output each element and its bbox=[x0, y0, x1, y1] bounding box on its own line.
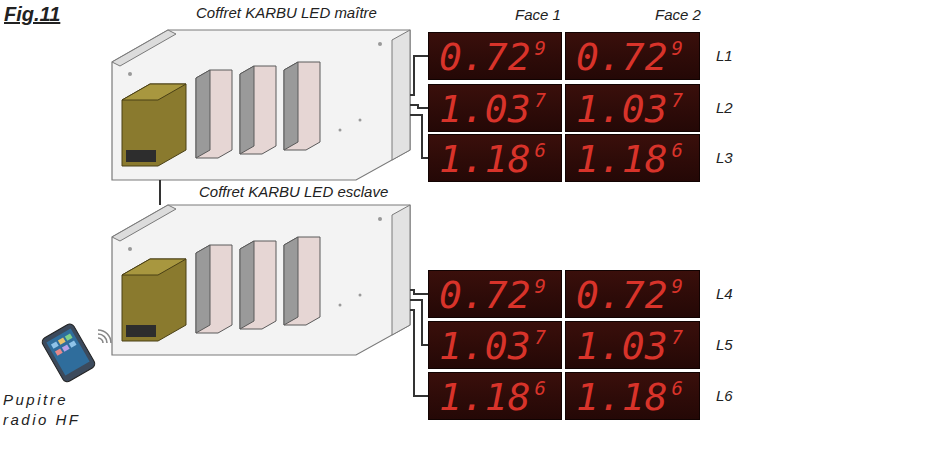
cable-connector bbox=[410, 310, 428, 396]
led-display: 0.729 bbox=[565, 270, 700, 318]
radio-wave bbox=[98, 334, 107, 343]
led-display: 0.729 bbox=[428, 270, 562, 318]
display-digit: 6 bbox=[535, 139, 546, 161]
led-display: 1.186 bbox=[428, 372, 562, 420]
led-display: 1.037 bbox=[565, 84, 700, 132]
radio-wave bbox=[98, 338, 103, 343]
led-display: 1.186 bbox=[428, 134, 562, 182]
display-digit: 9 bbox=[672, 275, 683, 297]
display-digit: 6 bbox=[672, 377, 683, 399]
display-value: 1.18 bbox=[576, 137, 668, 181]
display-value: 1.03 bbox=[576, 324, 668, 368]
led-display: 1.037 bbox=[565, 321, 700, 369]
display-digit: 6 bbox=[535, 377, 546, 399]
display-value: 0.72 bbox=[439, 35, 531, 79]
led-display: 0.729 bbox=[565, 32, 700, 80]
tablet-app bbox=[55, 348, 63, 355]
display-value: 0.72 bbox=[439, 273, 531, 317]
led-display: 1.186 bbox=[565, 372, 700, 420]
tablet-app bbox=[69, 340, 77, 347]
tablet-icon bbox=[40, 322, 96, 383]
tablet-body bbox=[40, 322, 96, 383]
line-label: L1 bbox=[716, 47, 733, 65]
display-digit: 7 bbox=[535, 89, 546, 111]
led-display: 1.037 bbox=[428, 321, 562, 369]
remote-label-text: Pupitre radio HF bbox=[3, 390, 95, 430]
cabinet-label: Coffret KARBU LED maître bbox=[195, 4, 378, 22]
display-digit: 9 bbox=[535, 275, 546, 297]
line-label: L3 bbox=[716, 149, 733, 167]
display-value: 1.03 bbox=[576, 87, 668, 131]
slave-cabinet: Coffret KARBU LED esclave bbox=[108, 205, 410, 355]
display-digit: 6 bbox=[672, 139, 683, 161]
tablet-screen bbox=[46, 329, 89, 376]
figure-number: Fig.11 bbox=[4, 2, 60, 26]
display-digit: 7 bbox=[672, 89, 683, 111]
face-label: Face 1 bbox=[515, 6, 561, 24]
cable-connector bbox=[159, 180, 161, 205]
line-label: L5 bbox=[716, 336, 733, 354]
display-value: 1.03 bbox=[439, 87, 531, 131]
display-digit: 7 bbox=[672, 326, 683, 348]
cable-connector bbox=[410, 56, 428, 95]
tablet-app bbox=[51, 342, 59, 349]
display-value: 1.18 bbox=[439, 137, 531, 181]
slave-cabinet-drawing bbox=[112, 205, 410, 355]
led-display: 1.186 bbox=[565, 134, 700, 182]
cable-connector bbox=[410, 115, 428, 158]
cable-connector bbox=[410, 105, 428, 108]
display-value: 1.03 bbox=[439, 324, 531, 368]
display-digit: 9 bbox=[672, 37, 683, 59]
display-value: 0.72 bbox=[576, 273, 668, 317]
tablet-app bbox=[62, 344, 70, 351]
display-digit: 7 bbox=[535, 326, 546, 348]
line-label: L6 bbox=[716, 387, 733, 405]
tablet-app bbox=[58, 338, 66, 345]
cable-connector bbox=[410, 290, 428, 294]
radio-wave bbox=[98, 330, 111, 343]
led-display: 1.037 bbox=[428, 84, 562, 132]
led-display: 0.729 bbox=[428, 32, 562, 80]
display-value: 1.18 bbox=[439, 375, 531, 419]
cable-connector bbox=[410, 300, 428, 345]
display-digit: 9 bbox=[535, 37, 546, 59]
radio-waves bbox=[98, 330, 111, 343]
master-cabinet: Coffret KARBU LED maître bbox=[108, 30, 410, 180]
face-label: Face 2 bbox=[655, 6, 701, 24]
master-cabinet-drawing bbox=[112, 30, 410, 180]
display-value: 0.72 bbox=[576, 35, 668, 79]
line-label: L4 bbox=[716, 285, 733, 303]
display-value: 1.18 bbox=[576, 375, 668, 419]
cabinet-label: Coffret KARBU LED esclave bbox=[198, 183, 389, 201]
line-label: L2 bbox=[716, 99, 733, 117]
tablet-app bbox=[65, 334, 73, 341]
remote-label: Pupitre radio HF bbox=[3, 390, 95, 430]
